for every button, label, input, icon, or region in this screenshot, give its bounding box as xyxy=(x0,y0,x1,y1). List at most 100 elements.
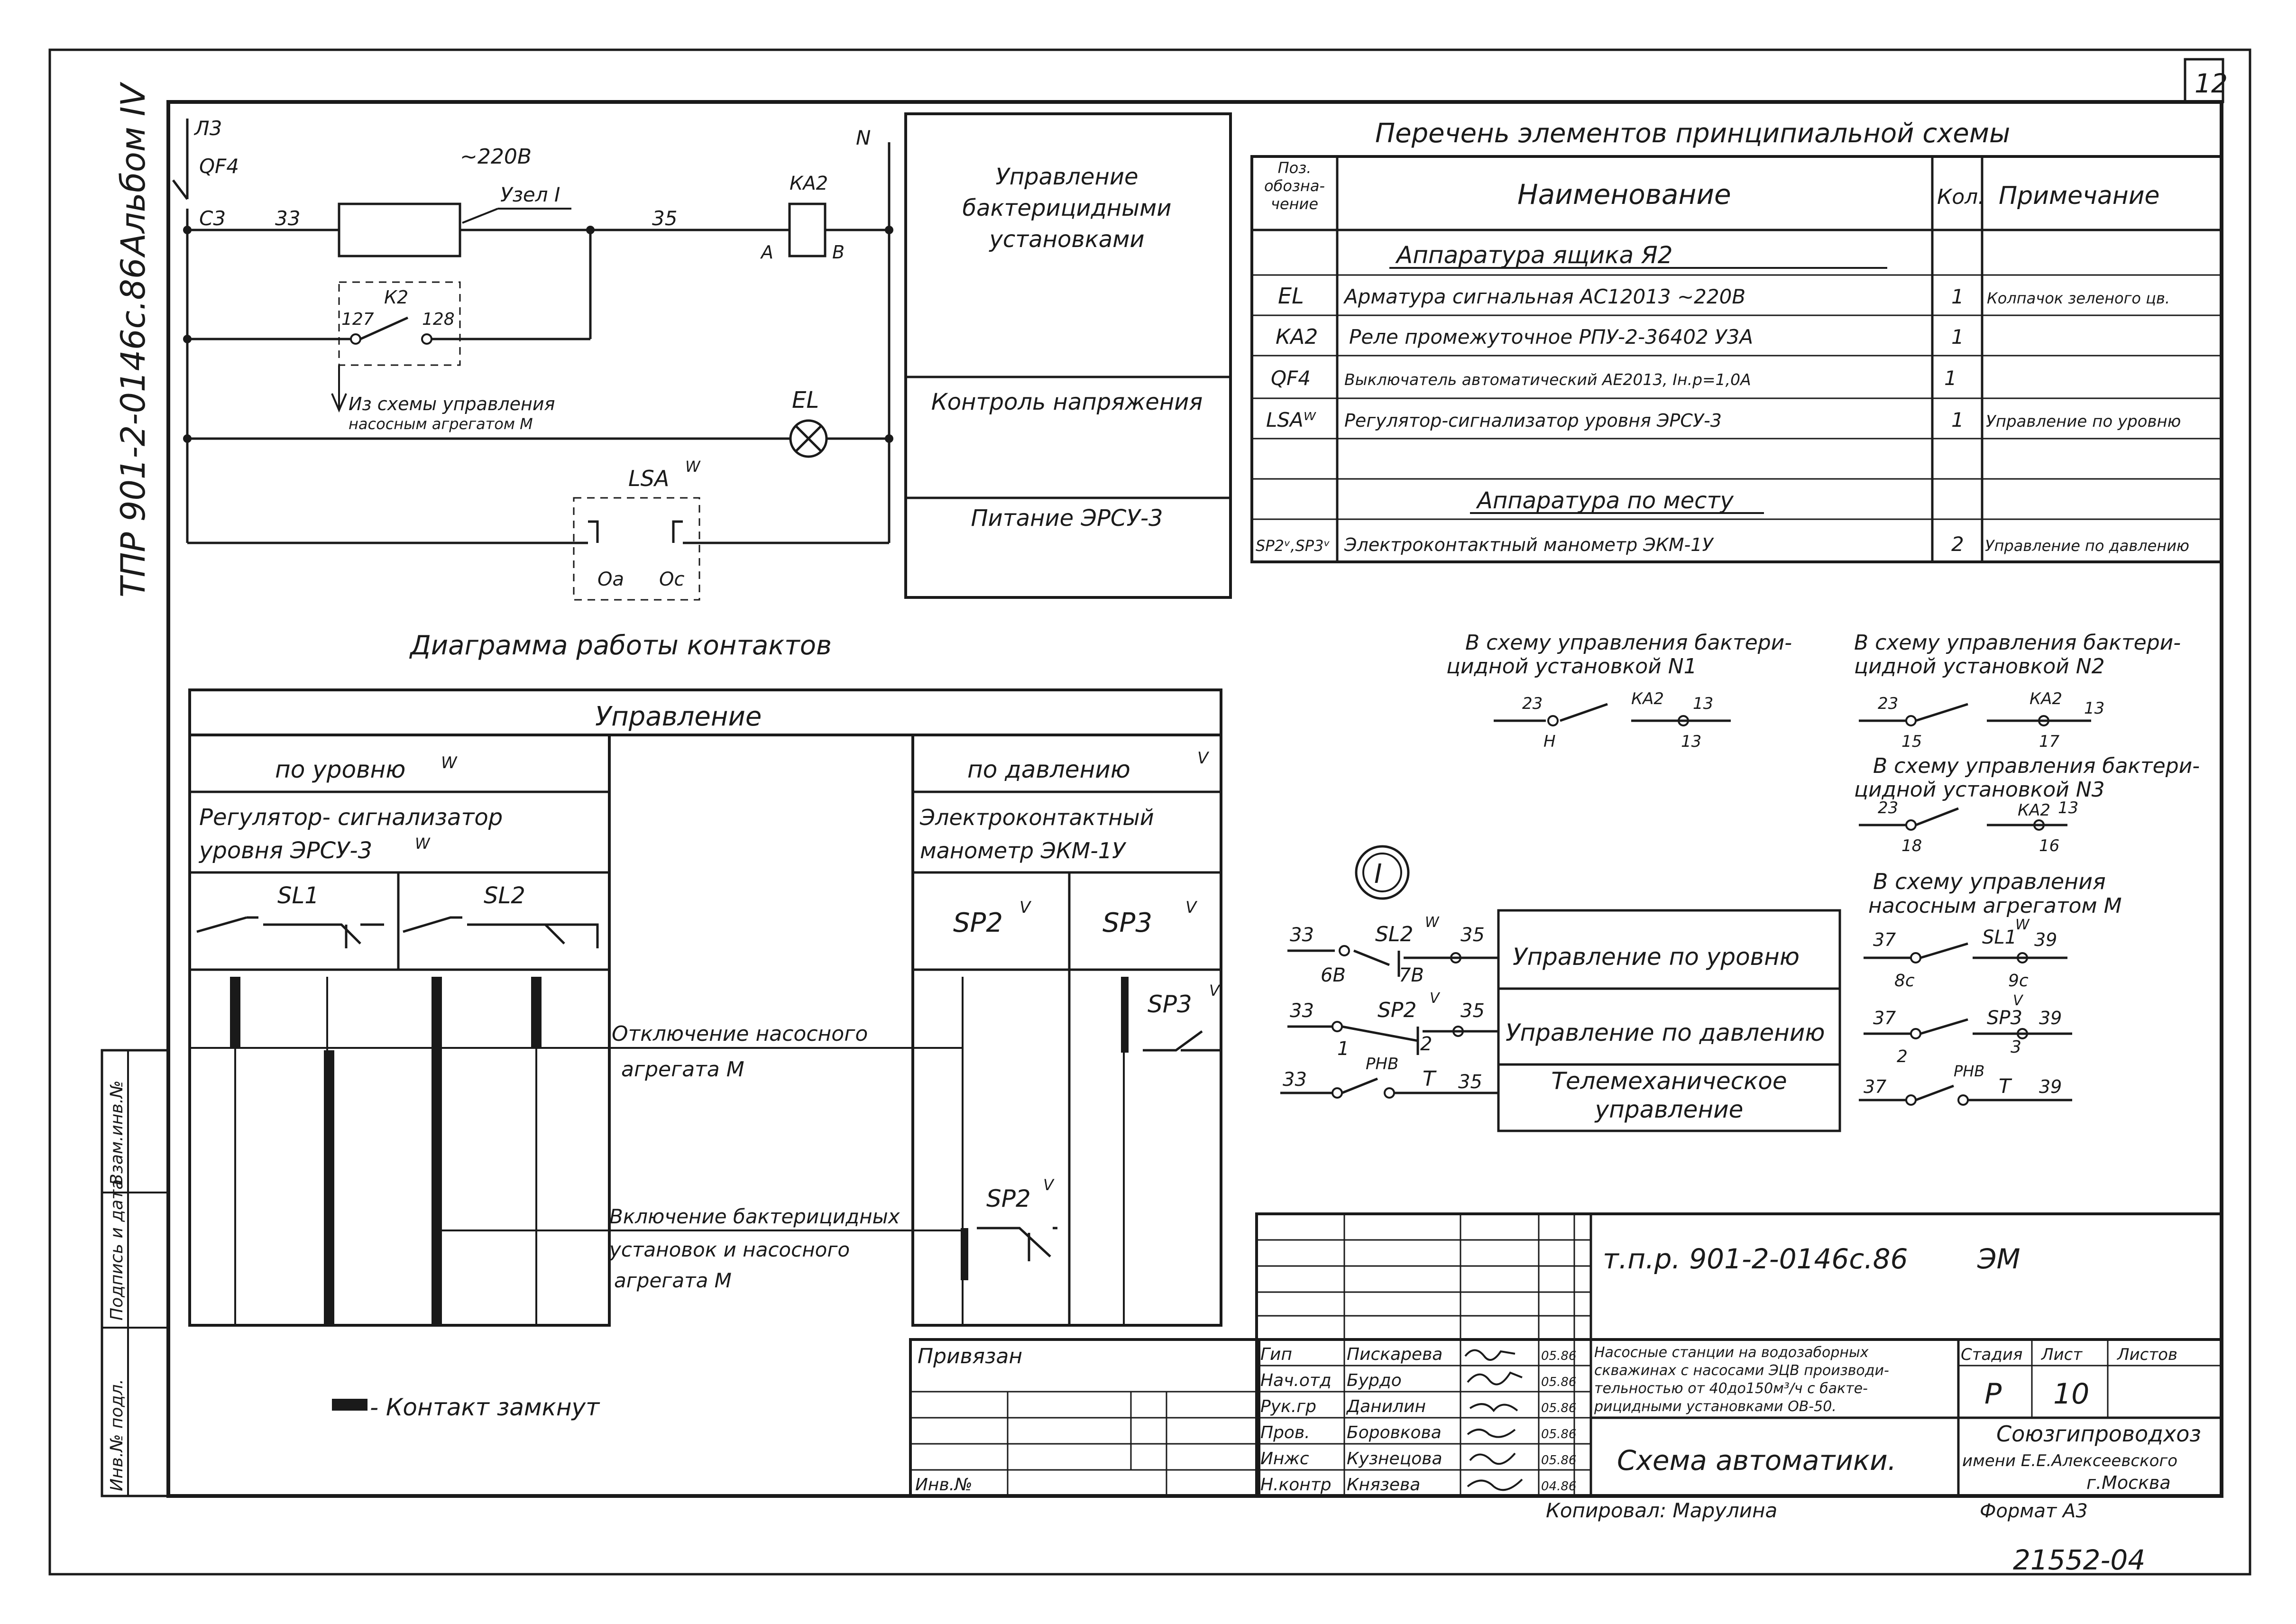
node-row1-left: 33 xyxy=(1290,924,1314,946)
terminal xyxy=(1452,1026,1464,1037)
node-circle-outer xyxy=(1355,845,1410,900)
row-el-name: Арматура сигнальная АС12013 ~220В xyxy=(1343,285,1745,308)
role-4: Инжс xyxy=(1260,1449,1309,1468)
header-pos: Поз. обозна- чение xyxy=(1264,159,1325,213)
link3-title-2: цидной установкой N3 xyxy=(1854,778,2105,802)
row-sp-qty: 2 xyxy=(1951,532,1964,556)
oc-label: Ос xyxy=(659,569,684,590)
date-4: 05.86 xyxy=(1541,1453,1576,1468)
lsa-sup: W xyxy=(685,458,701,476)
role-3: Пров. xyxy=(1260,1423,1310,1442)
format-label: Формат А3 xyxy=(1980,1500,2088,1522)
purpose-voltage: Контроль напряжения xyxy=(931,389,1203,415)
node-row3-contact: Т xyxy=(1423,1067,1437,1091)
link3-right: 13 xyxy=(2058,798,2078,817)
row-qf4-qty: 1 xyxy=(1944,367,1957,390)
terminal xyxy=(1547,715,1559,726)
header-note: Примечание xyxy=(1999,182,2160,210)
row-el-pos: EL xyxy=(1278,283,1304,309)
node-diagram: I 33 SL2 W 35 6В 7В 33 SP2 V 35 1 2 33 Р… xyxy=(1280,845,1841,1132)
album-label: Альбом IV xyxy=(114,82,153,258)
pump-row1-wire xyxy=(1864,942,2067,959)
k2-label: К2 xyxy=(384,287,408,308)
role-2: Рук.гр xyxy=(1260,1397,1316,1416)
node-row1-sup: W xyxy=(1425,914,1440,931)
terminal xyxy=(1910,952,1921,963)
purpose-bactericide: Управление бактерицидными установками xyxy=(962,164,1172,253)
signature xyxy=(1469,1403,1518,1413)
sl1-symbol xyxy=(263,923,384,948)
purpose-2-wrap: Контроль напряжения xyxy=(931,389,1203,415)
pump-row2-wire xyxy=(1864,1018,2072,1035)
pump-row1-left: 37 xyxy=(1873,929,1896,950)
side-code: ТПР 901-2-0146с.86 xyxy=(114,258,153,597)
qf4-label: QF4 xyxy=(199,155,239,178)
terminal xyxy=(2017,952,2028,963)
by-level-label: по уровню xyxy=(275,756,405,783)
node-row2-right: 35 xyxy=(1460,1000,1485,1022)
node-row2-wire xyxy=(1287,1025,1498,1055)
by-level-sup: W xyxy=(441,753,458,772)
terminal xyxy=(421,333,432,345)
binding-block: Привязан Инв.№ xyxy=(909,1338,1260,1497)
link3-relay: КА2 xyxy=(2018,801,2050,820)
date-5: 04.86 xyxy=(1541,1479,1576,1494)
project-line-1: Насосные станции на водозаборных xyxy=(1594,1344,1869,1361)
sl2-bar-closed xyxy=(432,977,442,1325)
level-column xyxy=(188,734,611,1327)
stage-value: Р xyxy=(1984,1377,2002,1411)
link1-title-2: цидной установкой N1 xyxy=(1446,654,1697,679)
pump-row2-sup: V xyxy=(2013,992,2024,1009)
sp3-mark-label: SP3 xyxy=(1148,991,1192,1018)
terminal xyxy=(1910,1028,1921,1039)
node-row3-label: Телемеханическое управление xyxy=(1551,1067,1787,1123)
wire-35-label: 35 xyxy=(652,207,677,230)
pump-row3-contact: Т xyxy=(1999,1074,2012,1098)
purpose-power: Питание ЭРСУ-3 xyxy=(971,505,1163,532)
terminal xyxy=(1678,715,1689,726)
contact-diagram: Диаграмма работы контактов Управление по… xyxy=(188,630,1222,1421)
junction xyxy=(885,226,893,234)
left-stamp: Инв.№ подл. Подпись и дата Взам.инв.№ xyxy=(101,1049,170,1497)
row-ka2-name: Реле промежуточное РПУ-2-36402 У3А xyxy=(1349,325,1753,349)
junction xyxy=(183,434,192,443)
sl2-label: SL2 xyxy=(484,882,525,909)
node-row1-right: 35 xyxy=(1460,924,1485,946)
from-scheme-line-2: насосным агрегатом М xyxy=(349,415,533,433)
terminal xyxy=(1332,1021,1343,1032)
stamp-vzam: Взам.инв.№ xyxy=(107,1080,127,1185)
node-label: Узел I xyxy=(500,183,560,206)
pump-row2-sub-left: 2 xyxy=(1897,1047,1908,1066)
link1-sub-left: Н xyxy=(1543,732,1556,751)
sp3-mark-sup: V xyxy=(1209,982,1221,1000)
link3-wire xyxy=(1859,807,2067,826)
project-line-3: тельностью от 40до150м³/ч с бакте- xyxy=(1594,1380,1868,1397)
lsa-contact-right xyxy=(672,520,683,543)
pressure-column xyxy=(911,734,1222,1327)
node-row3-label-wrap: Телемеханическое управление xyxy=(1551,1067,1787,1123)
by-pressure-sup: V xyxy=(1197,749,1210,768)
op-off-line-2: агрегата М xyxy=(621,1057,744,1082)
l3-label: Л3 xyxy=(193,117,222,140)
row-sp-note: Управление по давлению xyxy=(1985,537,2189,555)
binding-label: Привязан xyxy=(918,1344,1022,1368)
link2-title-2: цидной установкой N2 xyxy=(1854,654,2105,679)
sp2-col-label: SP2 xyxy=(953,908,1003,938)
row-ka2-pos: КА2 xyxy=(1276,325,1318,349)
org-line-1: Союзгипроводхоз xyxy=(1996,1421,2201,1447)
sheet-number-box xyxy=(2184,58,2224,103)
bactericide-links: В схему управления бактери- цидной устан… xyxy=(1446,631,2200,855)
signature xyxy=(1469,1452,1516,1465)
elements-list-title: Перечень элементов принципиальной схемы xyxy=(1375,118,2010,149)
name-1: Бурдо xyxy=(1347,1371,1402,1390)
node-row3-wire xyxy=(1280,1077,1498,1094)
pump-row2-sub-right: 3 xyxy=(2011,1037,2021,1057)
header-pos-wrap: Поз. обозна- чение xyxy=(1264,159,1325,213)
device-level-line-2: уровня ЭРСУ-3 xyxy=(198,837,372,864)
link1-left: 23 xyxy=(1522,694,1543,713)
stamp-signature-date: Подпись и дата xyxy=(107,1179,127,1321)
link3-sub-right: 16 xyxy=(2039,836,2059,855)
circuit-schematic: Л3 QF4 N ~220В С3 33 35 Узел I КА2 А В К… xyxy=(172,117,893,601)
node-circle-inner xyxy=(1362,853,1402,892)
signature xyxy=(1464,1349,1515,1361)
